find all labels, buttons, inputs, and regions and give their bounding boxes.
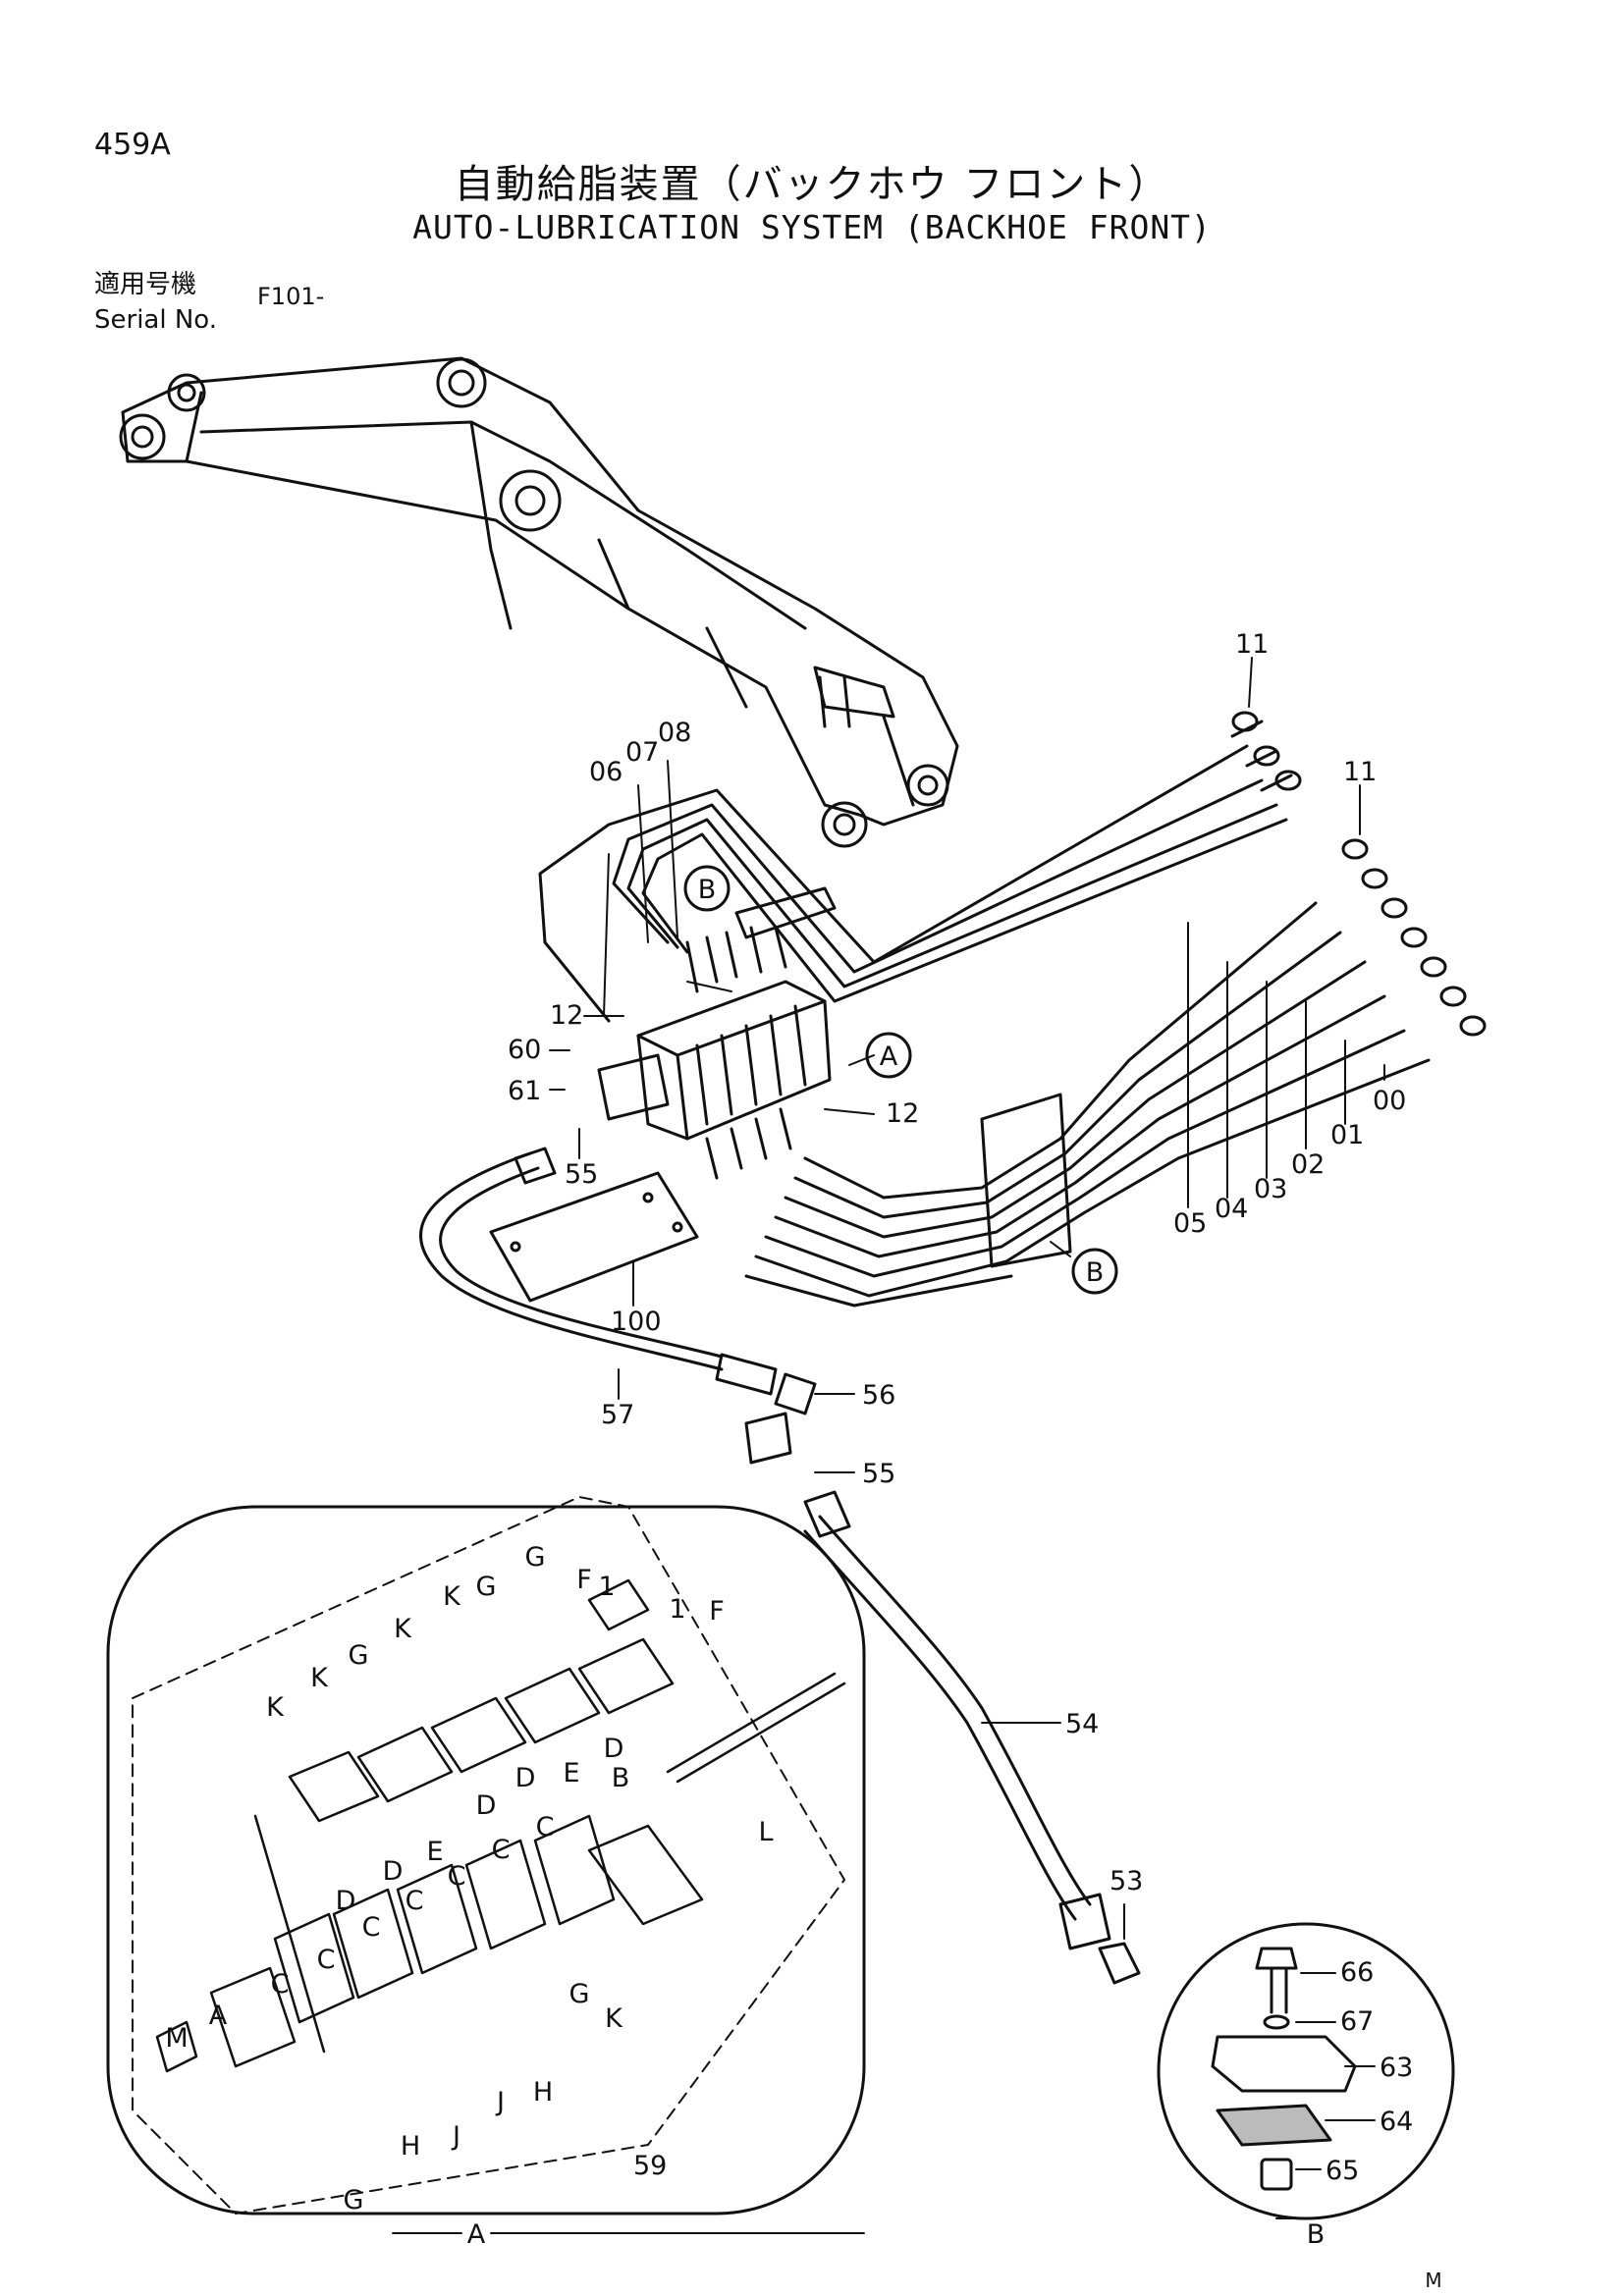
valve-one1: 1 bbox=[598, 1572, 615, 1602]
leader-lines bbox=[549, 657, 1385, 1940]
title-english: AUTO-LUBRICATION SYSTEM (BACKHOE FRONT) bbox=[412, 208, 1212, 246]
label-55b: 55 bbox=[862, 1459, 895, 1489]
valve-l: L bbox=[758, 1817, 773, 1847]
upper-hoses bbox=[538, 720, 1293, 1023]
valve-c5: C bbox=[362, 1912, 381, 1943]
detail-a-dashed bbox=[132, 1496, 845, 2215]
label-03: 03 bbox=[1254, 1174, 1287, 1204]
valve-g2: G bbox=[476, 1572, 497, 1602]
valve-c4: C bbox=[406, 1886, 424, 1916]
serial-label-jp: 適用号機 bbox=[94, 270, 197, 299]
valve-a: A bbox=[209, 2001, 228, 2031]
valve-e1: E bbox=[563, 1758, 579, 1789]
valve-d5: D bbox=[336, 1886, 356, 1916]
label-06: 06 bbox=[589, 757, 623, 787]
valve-k4: K bbox=[266, 1692, 285, 1723]
label-55a: 55 bbox=[565, 1159, 598, 1190]
valve-h2: H bbox=[401, 2131, 420, 2162]
serial-label-en: Serial No. bbox=[94, 305, 217, 335]
label-11b: 11 bbox=[1343, 757, 1377, 787]
callout-b-top: B bbox=[698, 875, 717, 905]
plate-100 bbox=[489, 1171, 699, 1303]
label-60: 60 bbox=[508, 1035, 541, 1065]
page-id: 459A bbox=[94, 128, 171, 162]
valve-d3: D bbox=[476, 1790, 497, 1821]
valve-f1: F bbox=[576, 1565, 592, 1595]
label-59: 59 bbox=[633, 2151, 667, 2181]
label-00: 00 bbox=[1373, 1086, 1406, 1116]
valve-g1: G bbox=[525, 1542, 546, 1573]
label-07: 07 bbox=[625, 737, 659, 768]
label-61: 61 bbox=[508, 1076, 541, 1106]
label-04: 04 bbox=[1215, 1194, 1248, 1224]
valve-blocks bbox=[155, 1578, 846, 2073]
valve-k1: K bbox=[443, 1581, 461, 1612]
label-01: 01 bbox=[1330, 1120, 1364, 1150]
valve-f2: F bbox=[709, 1596, 725, 1627]
label-65: 65 bbox=[1326, 2156, 1359, 2186]
label-05: 05 bbox=[1173, 1208, 1207, 1239]
detail-a-label: A bbox=[467, 2219, 486, 2250]
valve-k5: K bbox=[605, 2003, 623, 2034]
valve-g5: G bbox=[344, 2185, 364, 2216]
valve-d1: D bbox=[604, 1734, 624, 1764]
boom-arm-drawing bbox=[119, 356, 959, 848]
label-02: 02 bbox=[1291, 1149, 1325, 1180]
title-japanese: 自動給脂装置（バックホウ フロント） bbox=[454, 162, 1170, 207]
serial-label: 適用号機 Serial No. bbox=[94, 267, 217, 338]
valve-k3: K bbox=[310, 1663, 329, 1693]
valve-h1: H bbox=[533, 2077, 553, 2108]
valve-g3: G bbox=[349, 1640, 369, 1671]
valve-c3: C bbox=[448, 1861, 466, 1892]
valve-one2: 1 bbox=[669, 1594, 685, 1625]
serial-value: F101- bbox=[257, 283, 325, 310]
valve-letters: G G G G G K K K K K F F 1 1 D D D D D E … bbox=[165, 1542, 773, 2216]
label-08: 08 bbox=[658, 718, 691, 748]
label-12b: 12 bbox=[886, 1098, 919, 1129]
label-64: 64 bbox=[1380, 2107, 1413, 2137]
valve-d4: D bbox=[383, 1856, 404, 1887]
callout-a: A bbox=[880, 1041, 898, 1072]
distribution-block bbox=[597, 926, 832, 1180]
label-53: 53 bbox=[1110, 1866, 1143, 1896]
valve-b: B bbox=[612, 1763, 630, 1793]
detail-b-label: B bbox=[1307, 2219, 1326, 2250]
callout-letters: B A B A B M bbox=[467, 875, 1442, 2292]
valve-c1: C bbox=[536, 1812, 555, 1842]
valve-c6: C bbox=[317, 1945, 336, 1975]
label-11a: 11 bbox=[1235, 629, 1269, 660]
label-66: 66 bbox=[1340, 1957, 1374, 1988]
part-labels: 11 11 06 07 08 12 12 60 61 55 05 04 03 0… bbox=[508, 629, 1413, 2186]
mark-m: M bbox=[1425, 2269, 1441, 2292]
label-100: 100 bbox=[611, 1307, 662, 1337]
valve-g4: G bbox=[569, 1979, 590, 2009]
label-12a: 12 bbox=[550, 1000, 583, 1031]
label-63: 63 bbox=[1380, 2053, 1413, 2083]
hose-54 bbox=[803, 1490, 1141, 1985]
detail-b bbox=[1157, 1922, 1455, 2220]
valve-c2: C bbox=[492, 1835, 511, 1865]
hose-clamps bbox=[734, 886, 1072, 1268]
callout-b-right: B bbox=[1086, 1257, 1105, 1288]
valve-k2: K bbox=[394, 1614, 412, 1644]
label-57: 57 bbox=[601, 1400, 634, 1430]
valve-e2: E bbox=[426, 1837, 443, 1867]
valve-d2: D bbox=[515, 1763, 536, 1793]
valve-j1: J bbox=[495, 2087, 505, 2117]
valve-j2: J bbox=[451, 2121, 460, 2152]
detail-leaders bbox=[392, 1972, 1376, 2234]
valve-c7: C bbox=[271, 1969, 290, 2000]
valve-m: M bbox=[165, 2023, 188, 2054]
label-67: 67 bbox=[1340, 2006, 1374, 2037]
label-54: 54 bbox=[1065, 1709, 1099, 1739]
detail-a-boundary bbox=[106, 1505, 866, 2216]
lower-hoses bbox=[744, 901, 1431, 1308]
callout-circles bbox=[683, 865, 1118, 1295]
label-56: 56 bbox=[862, 1380, 895, 1411]
hose-57 bbox=[419, 1147, 817, 1465]
grease-fittings bbox=[1231, 711, 1487, 1037]
